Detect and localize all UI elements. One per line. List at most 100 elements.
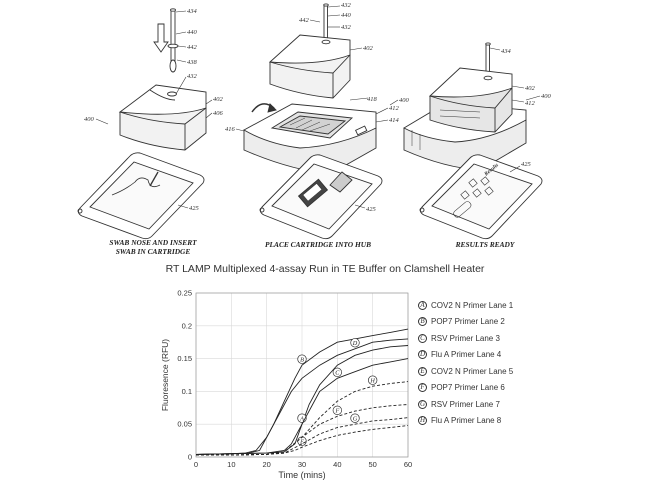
legend-badge: A — [418, 300, 427, 310]
ref-numeral: 418 — [367, 96, 378, 103]
phone-icon — [77, 152, 205, 240]
arrow-down-icon — [153, 23, 169, 53]
ref-numeral: 425 — [521, 161, 532, 168]
legend-label: POP7 Primer Lane 2 — [431, 317, 505, 327]
caption-swab: SWAB NOSE AND INSERT SWAB IN CARTRIDGE — [98, 238, 208, 256]
legend-item: G RSV Primer Lane 7 — [418, 396, 648, 413]
legend-item: A COV2 N Primer Lane 1 — [418, 297, 648, 314]
series-marker-c — [332, 367, 342, 377]
x-tick-label: 40 — [333, 460, 341, 469]
legend-badge: F — [418, 383, 427, 393]
series-line-f — [196, 404, 409, 456]
panel-results — [403, 42, 543, 240]
ref-numeral: 425 — [366, 206, 377, 213]
x-tick-label: 20 — [262, 460, 270, 469]
series-line-h — [196, 381, 409, 456]
y-axis-label: Fluoresence (RFU) — [160, 339, 170, 411]
ref-numeral: 434 — [501, 48, 512, 55]
series-marker-label: D — [352, 340, 358, 347]
caption-swab-line2: SWAB IN CARTRIDGE — [115, 247, 191, 256]
series-marker-b — [297, 354, 307, 364]
phone-icon — [259, 154, 383, 240]
legend-label: POP7 Primer Lane 6 — [431, 383, 505, 393]
series-marker-label: G — [353, 416, 358, 423]
x-tick-label: 50 — [368, 460, 376, 469]
ref-numeral: 416 — [225, 126, 236, 133]
legend-label: RSV Primer Lane 3 — [431, 333, 500, 343]
legend-badge: C — [418, 333, 427, 343]
reference-numerals: 434 440 442 438 432 402 406 400 425 432 … — [84, 2, 552, 213]
series-marker-label: A — [299, 416, 304, 423]
ref-numeral: 412 — [389, 105, 400, 112]
x-axis-label: Time (mins) — [278, 470, 325, 480]
series-marker-f — [332, 405, 342, 415]
ref-numeral: 402 — [363, 45, 374, 52]
legend-item: E COV2 N Primer Lane 5 — [418, 363, 648, 380]
series-marker-d — [350, 338, 360, 348]
ref-numeral: 425 — [189, 205, 200, 212]
ref-numeral: 432 — [341, 2, 352, 9]
legend-badge: E — [418, 366, 427, 376]
series-marker-label: C — [335, 370, 340, 377]
series-marker-label: F — [334, 408, 339, 415]
ref-numeral: 440 — [341, 12, 352, 19]
series-line-d — [195, 338, 409, 455]
ref-numeral: 406 — [213, 110, 224, 117]
legend-badge: D — [418, 350, 427, 360]
ref-numeral: 400 — [541, 93, 552, 100]
ref-numeral: 432 — [187, 73, 198, 80]
y-tick-label: 0.2 — [182, 321, 192, 330]
series-line-c — [195, 358, 409, 455]
ref-numeral: 402 — [525, 85, 536, 92]
legend-item: D Flu A Primer Lane 4 — [418, 347, 648, 364]
x-tick-label: 30 — [298, 460, 306, 469]
legend-badge: H — [418, 416, 427, 426]
rotate-arrow-icon — [251, 103, 277, 113]
legend-item: C RSV Primer Lane 3 — [418, 330, 648, 347]
ref-numeral: 432 — [341, 24, 352, 31]
ref-numeral: 412 — [525, 100, 536, 107]
series-marker-label: H — [369, 377, 375, 384]
series-marker-h — [368, 375, 378, 385]
ref-numeral: 440 — [187, 29, 198, 36]
series-line-e — [196, 425, 409, 456]
caption-results: RESULTS READY — [435, 240, 535, 249]
ref-numeral: 438 — [187, 59, 198, 66]
legend-badge: G — [418, 399, 427, 409]
ref-numeral: 434 — [187, 8, 198, 15]
y-tick-label: 0.15 — [177, 354, 192, 363]
x-tick-label: 10 — [227, 460, 235, 469]
legend-badge: B — [418, 317, 427, 327]
series-line-b — [195, 328, 409, 455]
chart-title: RT LAMP Multiplexed 4-assay Run in TE Bu… — [165, 263, 485, 275]
series-marker-g — [350, 413, 360, 423]
legend-label: COV2 N Primer Lane 1 — [431, 300, 514, 310]
caption-results-text: RESULTS READY — [455, 240, 515, 249]
y-tick-label: 0.05 — [177, 420, 192, 429]
legend-label: COV2 N Primer Lane 5 — [431, 366, 514, 376]
ref-numeral: 400 — [84, 116, 95, 123]
series-marker-label: B — [300, 356, 304, 363]
patent-illustrations: 434 440 442 438 432 402 406 400 425 432 … — [77, 2, 552, 240]
x-tick-label: 0 — [194, 460, 198, 469]
ref-numeral: 442 — [299, 17, 310, 24]
phone-icon — [419, 154, 543, 240]
legend-item: F POP7 Primer Lane 6 — [418, 380, 648, 397]
legend-label: Flu A Primer Lane 4 — [431, 350, 502, 360]
cartridge-icon — [268, 34, 351, 99]
ref-numeral: 400 — [399, 97, 410, 104]
cartridge-icon — [428, 67, 513, 133]
panel-swab — [77, 8, 213, 240]
caption-hub-text: PLACE CARTRIDGE INTO HUB — [264, 240, 372, 249]
y-tick-label: 0.25 — [177, 289, 192, 298]
ref-numeral: 442 — [187, 44, 198, 51]
y-tick-label: 0.1 — [182, 387, 192, 396]
swab-icon — [167, 8, 179, 73]
legend-label: RSV Primer Lane 7 — [431, 399, 500, 409]
cartridge-icon — [118, 84, 207, 151]
caption-hub: PLACE CARTRIDGE INTO HUB — [258, 240, 378, 249]
caption-swab-line1: SWAB NOSE AND INSERT — [109, 238, 197, 247]
chart-legend: A COV2 N Primer Lane 1 B POP7 Primer Lane 2… — [418, 297, 648, 429]
